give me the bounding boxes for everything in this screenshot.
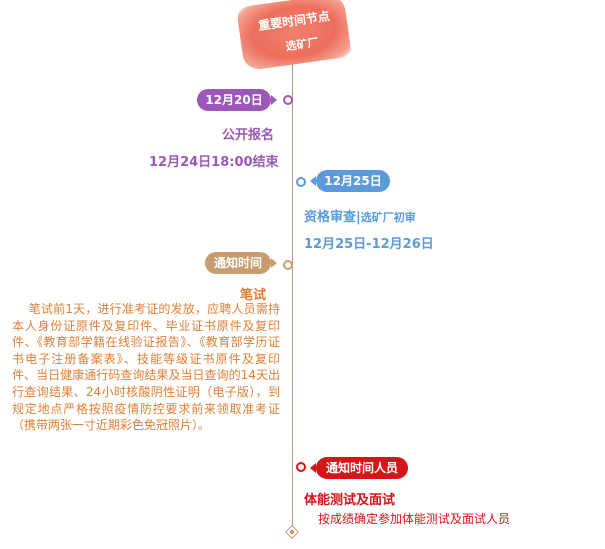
stage-4-pill: 通知时间人员: [316, 457, 408, 479]
stage-2-title: 资格审查: [304, 210, 357, 225]
stage-4-body: 按成绩确定参加体能测试及面试人员: [318, 512, 511, 526]
stage-1-pill-pointer: [271, 95, 277, 105]
stage-2-separator: |: [356, 210, 361, 225]
stage-2-subtitle: 选矿厂初审: [360, 211, 416, 224]
stage-3-pill: 通知时间: [205, 252, 271, 274]
stage-1-title: 公开报名: [222, 128, 275, 143]
stage-2-dot: [296, 177, 306, 187]
stage-3-pill-pointer: [271, 258, 277, 268]
stage-4-title: 体能测试及面试: [304, 493, 396, 508]
stage-1-date: 12月24日18:00结束: [149, 155, 279, 170]
stage-1-date-pill: 12月20日: [197, 89, 271, 111]
stage-3-body: 笔试前1天，进行准考证的发放，应聘人员需持本人身份证原件及复印件、毕业证书原件及…: [12, 302, 280, 433]
stage-1-dot: [283, 95, 293, 105]
stage-2-date-pill: 12月25日: [316, 170, 390, 192]
stage-2-pill-pointer: [310, 176, 316, 186]
stage-4-dot: [296, 462, 306, 472]
stage-4-pill-pointer: [310, 463, 316, 473]
stage-2-title-row: 资格审查|选矿厂初审: [304, 206, 416, 225]
stage-3-title: 笔试: [240, 288, 267, 303]
timeline-line: [292, 62, 293, 534]
stage-3-dot: [283, 260, 293, 270]
stage-2-date: 12月25日-12月26日: [304, 237, 434, 252]
